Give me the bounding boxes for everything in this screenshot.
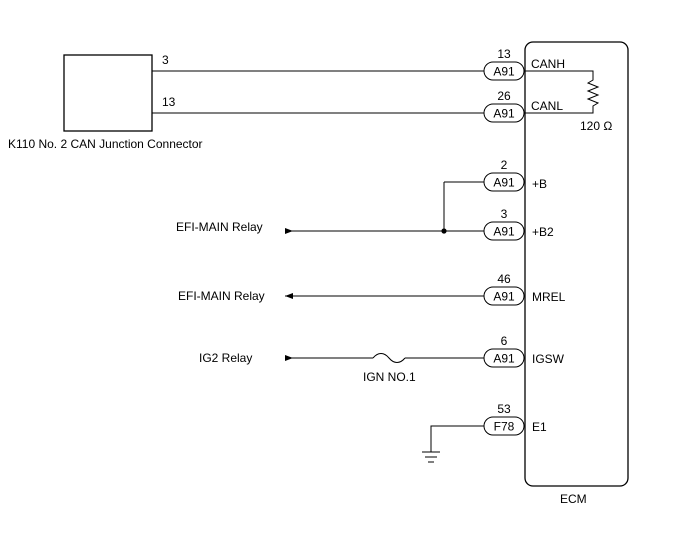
pin-number: 46 [497,272,511,286]
pin-number: 3 [501,207,508,221]
connector-code: A91 [493,65,515,79]
pin-b: A91 2 +B [483,158,547,192]
connector-pill [483,348,525,368]
junction-connector-label: K110 No. 2 CAN Junction Connector [8,137,203,151]
signal-name: +B [532,177,547,191]
pin-canl: A91 26 CANL [483,89,563,123]
ecm-box [524,41,629,487]
pin-e1: F78 53 E1 [483,402,547,436]
pin-number: 6 [501,334,508,348]
splice-dot [441,228,447,234]
ground-wire [430,425,484,452]
pin-number: 2 [501,158,508,172]
connector-code: A91 [493,290,515,304]
ecm-label: ECM [560,492,587,506]
ig2-arrow [285,355,293,361]
connector-code: F78 [494,420,515,434]
pin-mrel: A91 46 MREL [483,272,566,306]
pin-number: 53 [497,402,511,416]
connector-pill [483,61,525,81]
signal-name: IGSW [532,352,565,366]
connector-code: A91 [493,225,515,239]
signal-name: MREL [532,290,566,304]
ig2-relay-label: IG2 Relay [199,351,252,365]
connector-pill [483,416,525,436]
fuse-symbol [372,353,406,363]
resistor-symbol [525,70,600,114]
connector-code: A91 [493,352,515,366]
signal-name: CANH [531,57,565,71]
connector-pill [483,172,525,192]
junction-connector-box [63,54,153,132]
connector-code: A91 [493,107,515,121]
pin-number: 13 [497,47,511,61]
connector-pill [483,221,525,241]
connector-pill [483,103,525,123]
efi-in-arrow [285,228,293,234]
connector-code: A91 [493,176,515,190]
pin-number: 26 [497,89,511,103]
pin-canh: A91 13 CANH [483,47,565,81]
pin-igsw: A91 6 IGSW [483,334,565,368]
efi-main-relay-in-label: EFI-MAIN Relay [176,220,263,234]
junction-pin-canh: 3 [162,53,169,67]
resistor-label: 120 Ω [580,119,612,133]
efi-main-relay-out-label: EFI-MAIN Relay [178,289,265,303]
connector-pill [483,286,525,306]
pin-b2: A91 3 +B2 [483,207,554,241]
signal-name: CANL [531,99,563,113]
signal-name: E1 [532,420,547,434]
junction-pin-canl: 13 [162,95,176,109]
fuse-label: IGN NO.1 [363,370,416,384]
efi-out-arrow [285,293,293,299]
signal-name: +B2 [532,225,554,239]
